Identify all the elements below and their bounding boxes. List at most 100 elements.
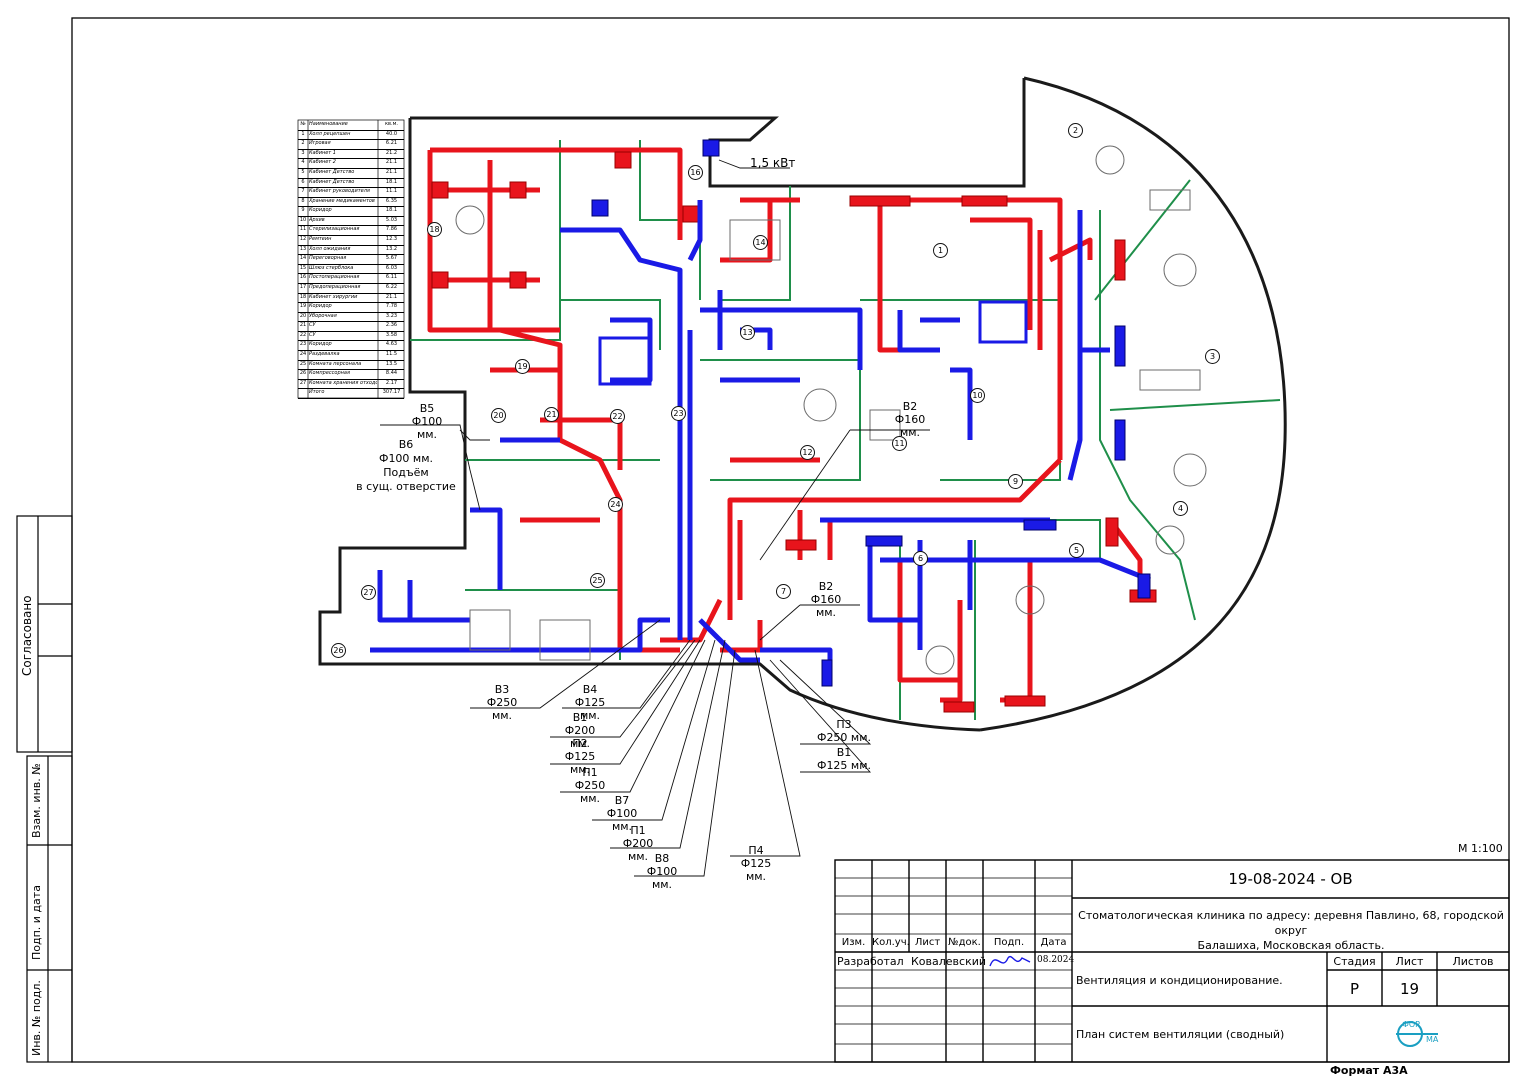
room-number-cell: 8 <box>301 197 305 204</box>
title-block-col-header: Изм. <box>841 937 866 948</box>
room-marker-16: 16 <box>688 165 703 180</box>
room-name-cell: Коридор <box>309 207 332 214</box>
room-name-cell: Коридор <box>309 341 332 348</box>
room-name-cell: Игровая <box>309 140 331 147</box>
stamp-agreed-label: Согласовано <box>20 595 34 676</box>
sheets-label: Листов <box>1452 955 1494 968</box>
room-area-cell: 21.2 <box>385 149 398 156</box>
room-area-cell: 6.21 <box>385 140 398 147</box>
room-area-cell: 21.1 <box>385 293 398 300</box>
room-name-cell: Стерилизационная <box>309 226 360 233</box>
room-name-cell: Раздевалка <box>309 351 340 358</box>
room-name-cell: Кабинет 2 <box>309 159 336 166</box>
room-number-cell: 9 <box>301 207 305 214</box>
room-marker-2: 2 <box>1068 123 1083 138</box>
title-block-col-header: Кол.уч. <box>872 937 910 948</box>
room-number-cell: 18 <box>299 293 307 300</box>
room-area-cell: 21.1 <box>385 159 398 166</box>
room-area-cell: 7.78 <box>385 303 398 310</box>
room-marker-6: 6 <box>913 551 928 566</box>
room-number-cell: 3 <box>301 149 305 156</box>
room-name-cell: Шлюз стерблока <box>309 264 354 271</box>
room-number-cell: 20 <box>299 312 307 319</box>
room-number-cell: 26 <box>299 370 307 377</box>
company-logo <box>1396 1021 1438 1047</box>
room-number-cell: 21 <box>299 322 307 329</box>
room-table-grid <box>297 119 405 399</box>
side-stamp <box>16 515 73 1063</box>
room-name-cell: Постоперационная <box>309 274 360 281</box>
room-name-cell: Кабинет хирургии <box>309 293 358 300</box>
room-area-cell: кв.м. <box>385 121 398 127</box>
leader-lines <box>380 159 930 877</box>
room-number-cell: 25 <box>299 360 307 367</box>
room-name-cell: Холл ожидания <box>309 245 351 252</box>
label-b6: В6 Ф100 мм. Подъём в сущ. отверстие <box>356 438 456 493</box>
room-number-cell: 12 <box>299 236 307 243</box>
room-number-cell: 16 <box>299 274 307 281</box>
sheet-value: 19 <box>1399 980 1420 998</box>
room-name-cell: Комната персонала <box>309 360 362 367</box>
drawing-title: План систем вентиляции (сводный) <box>1076 1028 1285 1041</box>
room-name-cell: Кабинет 1 <box>309 149 336 156</box>
power-label: 1,5 кВт <box>750 156 796 170</box>
logo-top-text: ФОР <box>1402 1020 1421 1029</box>
drawing-code: 19-08-2024 - ОВ <box>1228 870 1353 888</box>
supply-ducts <box>427 147 1143 703</box>
title-block-col-header: Лист <box>914 937 941 948</box>
room-area-cell: 6.03 <box>385 264 398 271</box>
room-number-cell: 11 <box>299 226 307 233</box>
signature-mark <box>989 955 1031 967</box>
room-name-cell: СУ <box>309 331 316 338</box>
room-marker-26: 26 <box>331 643 346 658</box>
room-area-cell: 7.86 <box>385 226 398 233</box>
stamp-inv-original-label: Инв. № подл. <box>30 980 43 1056</box>
room-name-cell: Предоперационная <box>309 283 361 290</box>
room-name-cell: Холл рецепшен <box>309 130 351 137</box>
room-name-cell: Кабинет руководителя <box>309 188 370 195</box>
room-number-cell: № <box>300 121 306 127</box>
title-block-col-header: Подп. <box>993 937 1025 948</box>
room-area-cell: 8.44 <box>385 370 398 377</box>
room-name-cell: Переговорная <box>309 255 347 262</box>
title-block-thin-rows <box>835 877 1072 1045</box>
room-marker-18: 18 <box>427 222 442 237</box>
room-marker-24: 24 <box>608 497 623 512</box>
room-area-cell: 13.5 <box>385 360 398 367</box>
room-marker-11: 11 <box>892 436 907 451</box>
room-name-cell: Архив <box>309 216 325 223</box>
room-number-cell: 5 <box>301 168 305 175</box>
room-number-cell: 13 <box>299 245 307 252</box>
room-marker-20: 20 <box>491 408 506 423</box>
room-number-cell: 2 <box>301 140 305 147</box>
title-block-col-header: Дата <box>1040 937 1067 948</box>
room-marker-3: 3 <box>1205 349 1220 364</box>
room-area-cell: 5.67 <box>385 255 398 262</box>
room-area-cell: 13.2 <box>385 245 398 252</box>
logo-bottom-text: МА <box>1426 1035 1439 1044</box>
